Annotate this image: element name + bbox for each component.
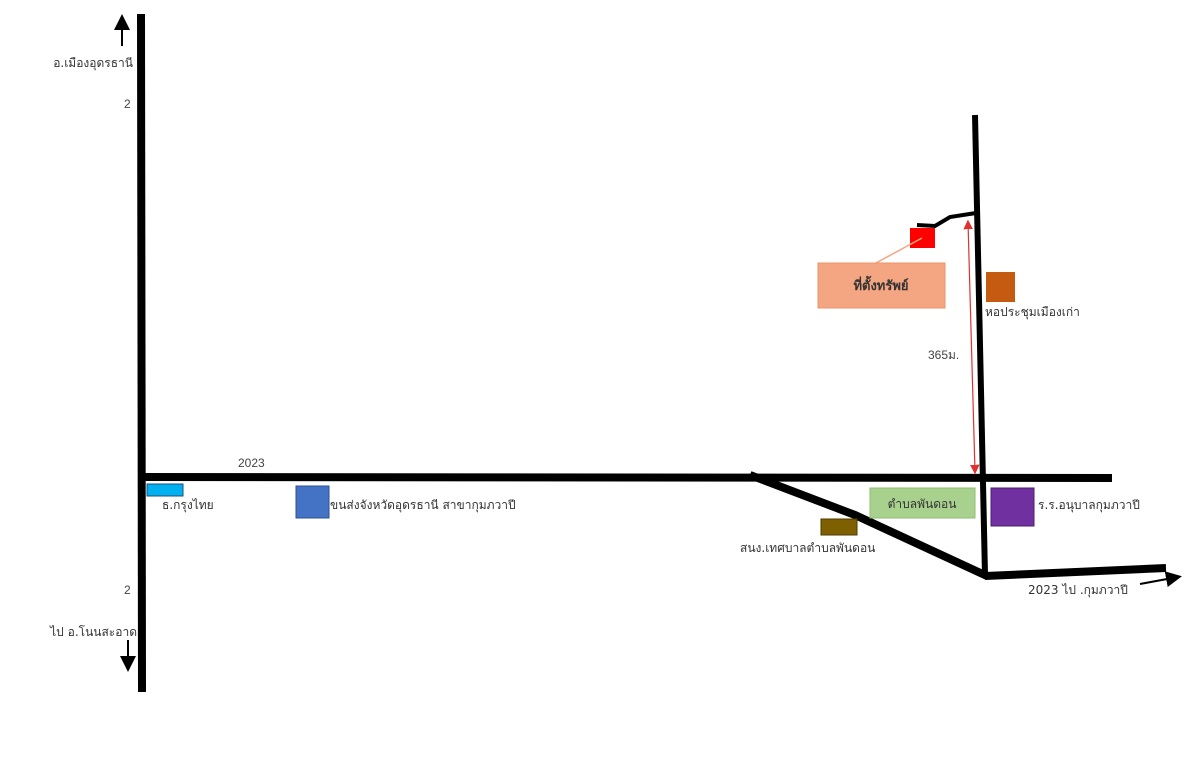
hall-marker xyxy=(986,272,1015,302)
north-route-number: 2 xyxy=(124,97,131,111)
south-destination-label: ไป อ.โนนสะอาด xyxy=(49,625,137,639)
road-route-2 xyxy=(137,13,146,693)
distance-arrow xyxy=(963,219,980,475)
transport-office-marker xyxy=(295,485,330,519)
distance-label: 365ม. xyxy=(928,348,959,362)
north-destination-label: อ.เมืองอุดรธานี xyxy=(53,56,133,71)
road-right-vertical xyxy=(972,114,988,576)
road-spur-to-property xyxy=(916,211,977,229)
main-road-number: 2023 xyxy=(238,456,265,470)
hall-label: หอประชุมเมืองเก่า xyxy=(985,305,1080,320)
subdistrict-label: ตำบลพันดอน xyxy=(888,497,957,511)
road-2023-east xyxy=(984,564,1167,580)
municipality-label: สนง.เทศบาลตำบลพันดอน xyxy=(740,541,875,555)
road-2023 xyxy=(140,473,1113,482)
bank-label: ธ.กรุงไทย xyxy=(162,498,214,513)
school-marker xyxy=(990,487,1035,527)
subdistrict-box xyxy=(869,487,976,519)
road-diagonal xyxy=(748,471,989,580)
south-route-number: 2 xyxy=(124,583,131,597)
school-label: ร.ร.อนุบาลกุมภวาปี xyxy=(1038,498,1140,513)
property-callout-line xyxy=(875,237,923,264)
transport-office-label: ขนส่งจังหวัดอุดรธานี สาขากุมภวาปี xyxy=(330,498,516,513)
property-marker xyxy=(910,228,935,248)
property-callout-box xyxy=(817,262,946,309)
property-label: ที่ตั้งทรัพย์ xyxy=(853,275,908,294)
arrow-east-icon xyxy=(1139,571,1182,588)
east-road-label: 2023 ไป .กุมภวาปี xyxy=(1028,583,1128,598)
municipality-marker xyxy=(820,518,858,536)
bank-marker xyxy=(146,483,184,497)
